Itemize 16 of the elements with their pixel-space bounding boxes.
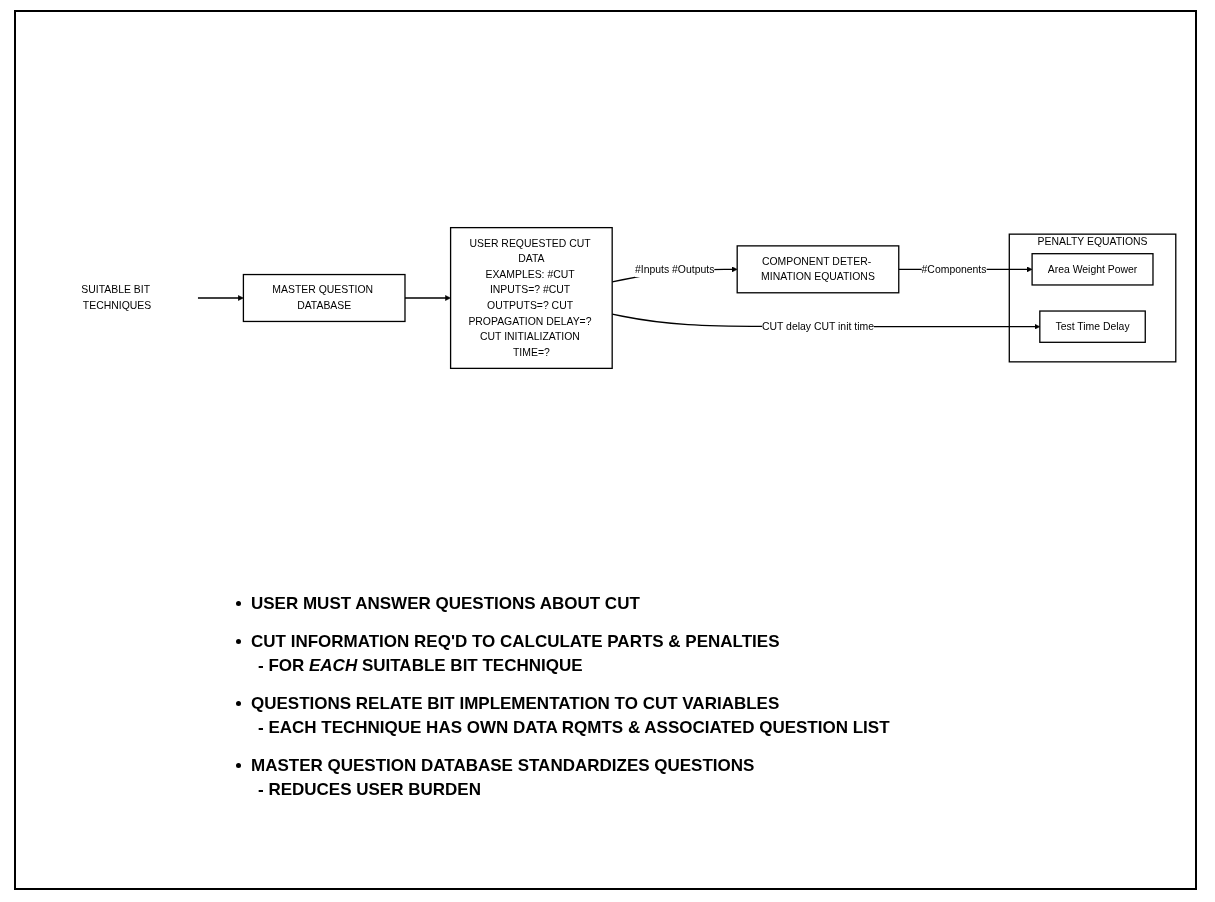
node-text: SUITABLE BIT TECHNIQUES [80, 284, 151, 312]
note-text: CUT INFORMATION REQ'D TO CALCULATE PARTS & PENALTIES [251, 632, 780, 651]
note-text: QUESTIONS RELATE BIT IMPLEMENTATION TO CUT VARIABLES [251, 694, 780, 713]
note-text: MASTER QUESTION DATABASE STANDARDIZES QUESTIONS [251, 756, 755, 775]
note-text: - FOR EACH SUITABLE BIT TECHNIQUE [258, 656, 583, 675]
node-box: MASTER QUESTION DATABASE [242, 273, 406, 323]
note-text: - REDUCES USER BURDEN [258, 780, 481, 799]
node-box: USER REQUESTED CUT DATA EXAMPLES: #CUT INPUTS=? #CUT OUTPUTS=? CUT PROPAGATION DELAY=? CUT INITIALIZATION TIME=? [449, 227, 613, 369]
node-box: Area Weight Power [1030, 253, 1154, 286]
node-box: COMPONENT DETER- MINATION EQUATIONS [736, 245, 899, 294]
node-box: Test Time Delay [1038, 310, 1146, 343]
edge-label: CUT delay CUT init time [761, 320, 874, 332]
edge-label: #Inputs #Outputs [634, 263, 714, 275]
note-text: USER MUST ANSWER QUESTIONS ABOUT CUT [251, 594, 640, 613]
edge-label: #Components [921, 263, 986, 275]
note-text: - EACH TECHNIQUE HAS OWN DATA RQMTS & ASSOCIATED QUESTION LIST [258, 718, 890, 737]
